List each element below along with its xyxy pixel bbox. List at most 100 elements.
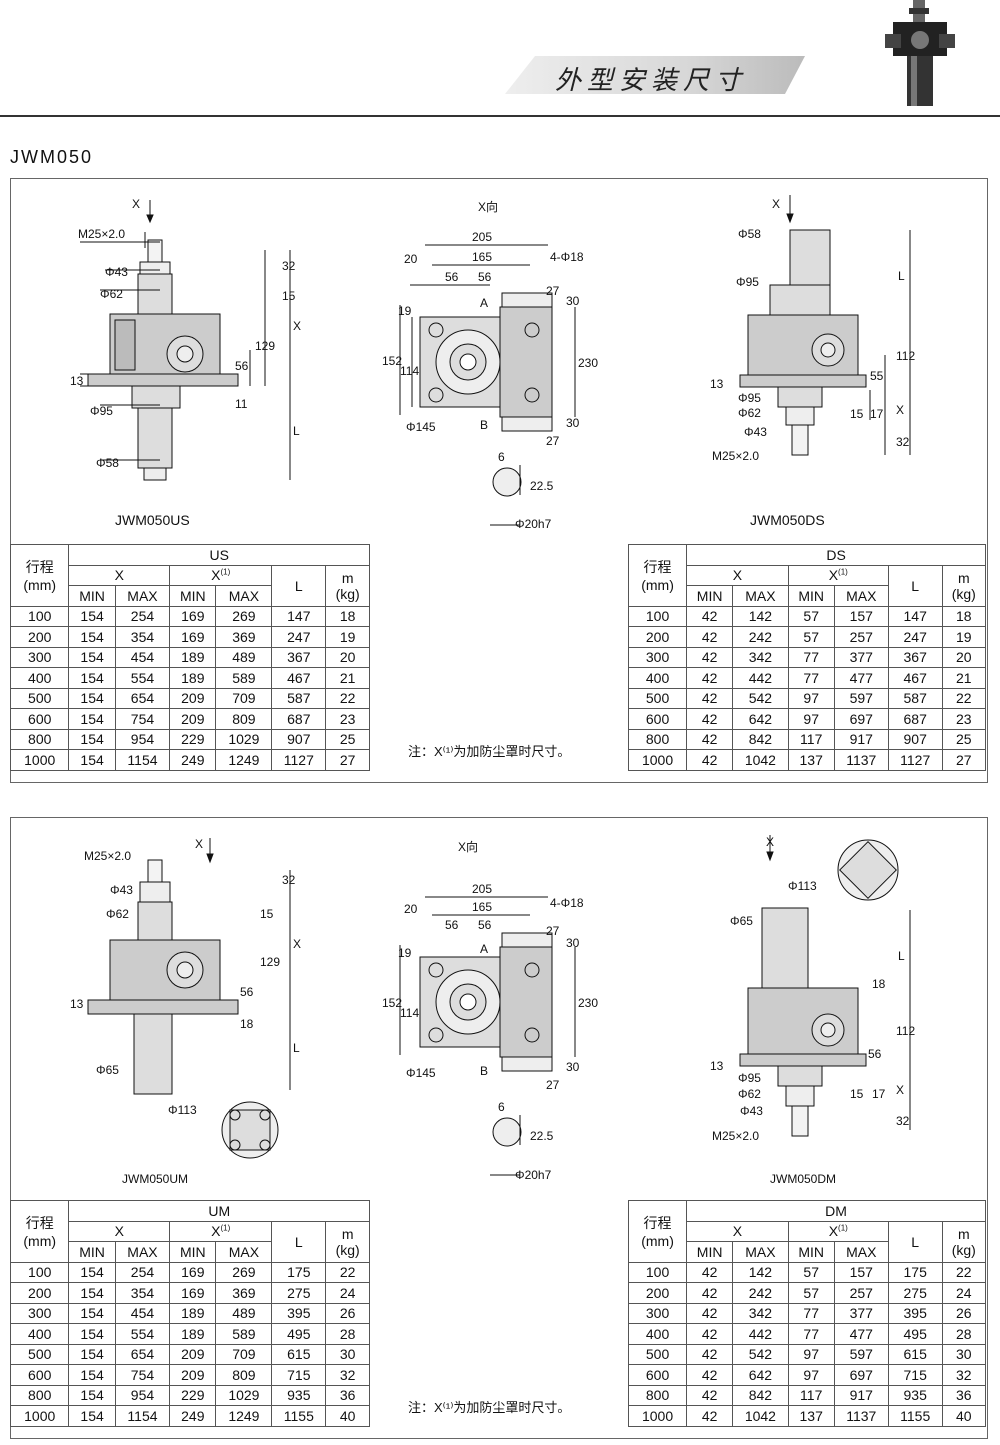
header-rule: [0, 115, 1000, 117]
dim-230: 230: [578, 356, 598, 370]
table-cell: 57: [787, 605, 835, 627]
table-cell: 1000: [9, 1405, 70, 1427]
table-cell: 154: [68, 626, 116, 648]
table-cell: 1000: [9, 749, 70, 771]
table-cell: 242: [732, 1282, 789, 1304]
table-cell: 907: [887, 728, 943, 750]
table-cell: 36: [325, 1384, 370, 1406]
dim-114-2: 114: [400, 1006, 419, 1020]
table-cell: 154: [68, 1343, 116, 1365]
table-cell: 654: [114, 1343, 171, 1365]
table-cell: 20: [325, 646, 370, 668]
table-cell: 175: [271, 1261, 327, 1283]
table-cell: 254: [114, 1261, 171, 1283]
table-cell: 154: [68, 1323, 116, 1345]
table-cell: 400: [9, 1323, 70, 1345]
table-cell: 200: [627, 1282, 688, 1304]
dim-l-ds: L: [898, 269, 905, 283]
table-model-name: UM: [68, 1200, 370, 1222]
panel-um-dm: [10, 817, 988, 1439]
table-cell: 154: [68, 667, 116, 689]
table-cell: 467: [887, 667, 943, 689]
table-cell: 117: [787, 1384, 835, 1406]
table-cell: 377: [833, 1302, 889, 1324]
dim-22-5-2: 22.5: [530, 1129, 554, 1143]
dim-56a: 56: [445, 270, 459, 284]
dim-32: 32: [282, 259, 296, 273]
dim-165: 165: [472, 250, 492, 264]
header-min: MIN: [68, 1241, 116, 1263]
dim-thread-um: M25×2.0: [84, 849, 131, 863]
table-cell: 42: [686, 687, 734, 709]
dim-phi43-dm: Φ43: [740, 1104, 763, 1118]
table-cell: 247: [887, 626, 943, 648]
table-cell: 42: [686, 1364, 734, 1386]
dim-x-dm: X: [896, 1083, 904, 1097]
table-cell: 1000: [627, 749, 688, 771]
table-cell: 42: [686, 1302, 734, 1324]
dim-phi43-um: Φ43: [110, 883, 133, 897]
table-cell: 169: [169, 626, 217, 648]
x-view-label: X向: [478, 199, 498, 214]
dim-x-arrow-ds: X: [772, 197, 780, 211]
header-min: MIN: [68, 585, 116, 607]
table-cell: 142: [732, 605, 789, 627]
header-stroke-label: 行程: [643, 559, 672, 576]
table-cell: 709: [215, 687, 273, 709]
header-stroke-label: 行程: [643, 1215, 672, 1232]
table-cell: 257: [833, 626, 889, 648]
header-l: L: [271, 564, 327, 607]
dim-l-dm: L: [898, 949, 905, 963]
drawing-label-us: JWM050US: [115, 512, 190, 528]
dim-thread-dm: M25×2.0: [712, 1129, 759, 1143]
table-cell: 600: [9, 1364, 70, 1386]
table-cell: 367: [271, 646, 327, 668]
dim-30b-2: 30: [566, 1060, 580, 1074]
table-cell: 24: [941, 1282, 987, 1304]
table-cell: 597: [833, 687, 889, 709]
dim-55-ds: 55: [870, 369, 884, 383]
table-cell: 147: [271, 605, 327, 627]
table-cell: 269: [215, 605, 273, 627]
dim-19: 19: [398, 304, 412, 318]
table-cell: 1029: [215, 1384, 273, 1406]
dim-152-2: 152: [382, 996, 402, 1010]
table-model-name: DM: [686, 1200, 986, 1222]
header-x: X: [68, 1220, 171, 1242]
drawing-label-um: JWM050UM: [122, 1172, 189, 1186]
table-cell: 154: [68, 646, 116, 668]
dim-phi95-ds-top: Φ95: [736, 275, 759, 289]
dim-20-2: 20: [404, 902, 418, 916]
table-cell: 242: [732, 626, 789, 648]
header-x: X: [686, 564, 789, 586]
dim-205: 205: [472, 230, 492, 244]
header-mass-label: m: [957, 1225, 970, 1242]
dim-18-um: 18: [240, 1017, 254, 1031]
table-cell: 154: [68, 1282, 116, 1304]
table-cell: 57: [787, 1261, 835, 1283]
dim-x: X: [293, 319, 301, 333]
dim-20: 20: [404, 252, 418, 266]
table-cell: 917: [833, 728, 889, 750]
table-cell: 249: [169, 1405, 217, 1427]
table-cell: 654: [114, 687, 171, 709]
drawing-jwm050dm: X Φ113 Φ65 Φ95 Φ62 Φ43 M25×2.0 13 L 18 1…: [710, 835, 915, 1143]
table-cell: 342: [732, 646, 789, 668]
header-stroke-unit: (mm): [641, 1233, 674, 1250]
dim-thread: M25×2.0: [78, 227, 125, 241]
table-cell: 42: [686, 626, 734, 648]
table-cell: 257: [833, 1282, 889, 1304]
drawing-label-ds: JWM050DS: [750, 512, 825, 528]
header-stroke-label: 行程: [25, 1215, 54, 1232]
dim-32-ds: 32: [896, 435, 910, 449]
table-cell: 300: [9, 1302, 70, 1324]
